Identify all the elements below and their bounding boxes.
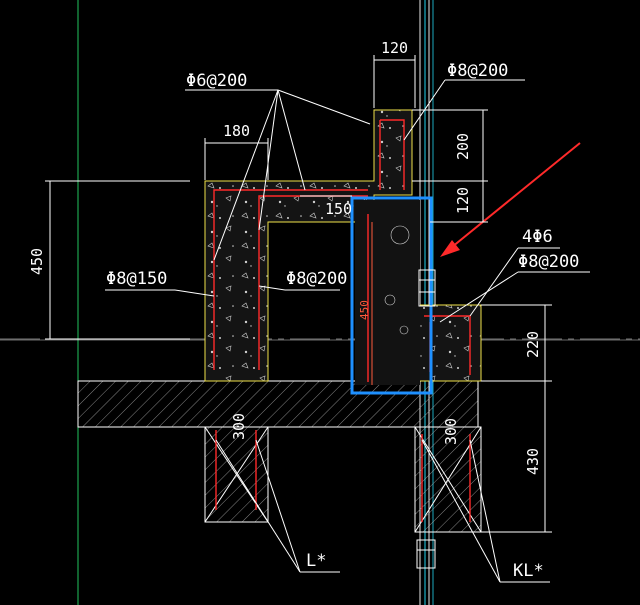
dim-200: 200 xyxy=(454,133,472,160)
label-phi8-150: Φ8@150 xyxy=(106,269,167,289)
leader-lines xyxy=(105,79,590,583)
label-beam-KL: KL* xyxy=(513,561,544,581)
label-phi8-200-right: Φ8@200 xyxy=(518,252,579,272)
label-phi6-200: Φ6@200 xyxy=(186,71,247,91)
label-4phi6: 4Φ6 xyxy=(522,227,553,247)
dim-430: 430 xyxy=(524,448,542,475)
dim-220: 220 xyxy=(524,331,542,358)
dimension-lines xyxy=(45,55,552,533)
window-frame-detail xyxy=(416,269,436,569)
dim-120-top: 120 xyxy=(381,39,408,57)
dim-450-left: 450 xyxy=(28,248,46,275)
dimension-text: 120 180 150 200 120 450 450 220 430 300 … xyxy=(28,39,542,475)
dim-150: 150 xyxy=(325,200,352,218)
dim-120-side: 120 xyxy=(454,187,472,214)
dim-300-right: 300 xyxy=(442,418,460,445)
floor-slab xyxy=(77,380,479,428)
label-phi8-200-top: Φ8@200 xyxy=(447,61,508,81)
red-arrow xyxy=(440,142,581,257)
dim-300-left: 300 xyxy=(230,413,248,440)
highlight-box xyxy=(350,196,433,395)
dim-450-inner: 450 xyxy=(358,300,371,320)
label-beam-L: L* xyxy=(306,551,326,571)
dim-180: 180 xyxy=(223,122,250,140)
label-phi8-200-mid: Φ8@200 xyxy=(286,269,347,289)
concrete-frame xyxy=(204,109,482,385)
annotation-text: Φ6@200 Φ8@200 Φ8@150 Φ8@200 4Φ6 Φ8@200 L… xyxy=(106,61,579,581)
rebar xyxy=(213,119,471,522)
